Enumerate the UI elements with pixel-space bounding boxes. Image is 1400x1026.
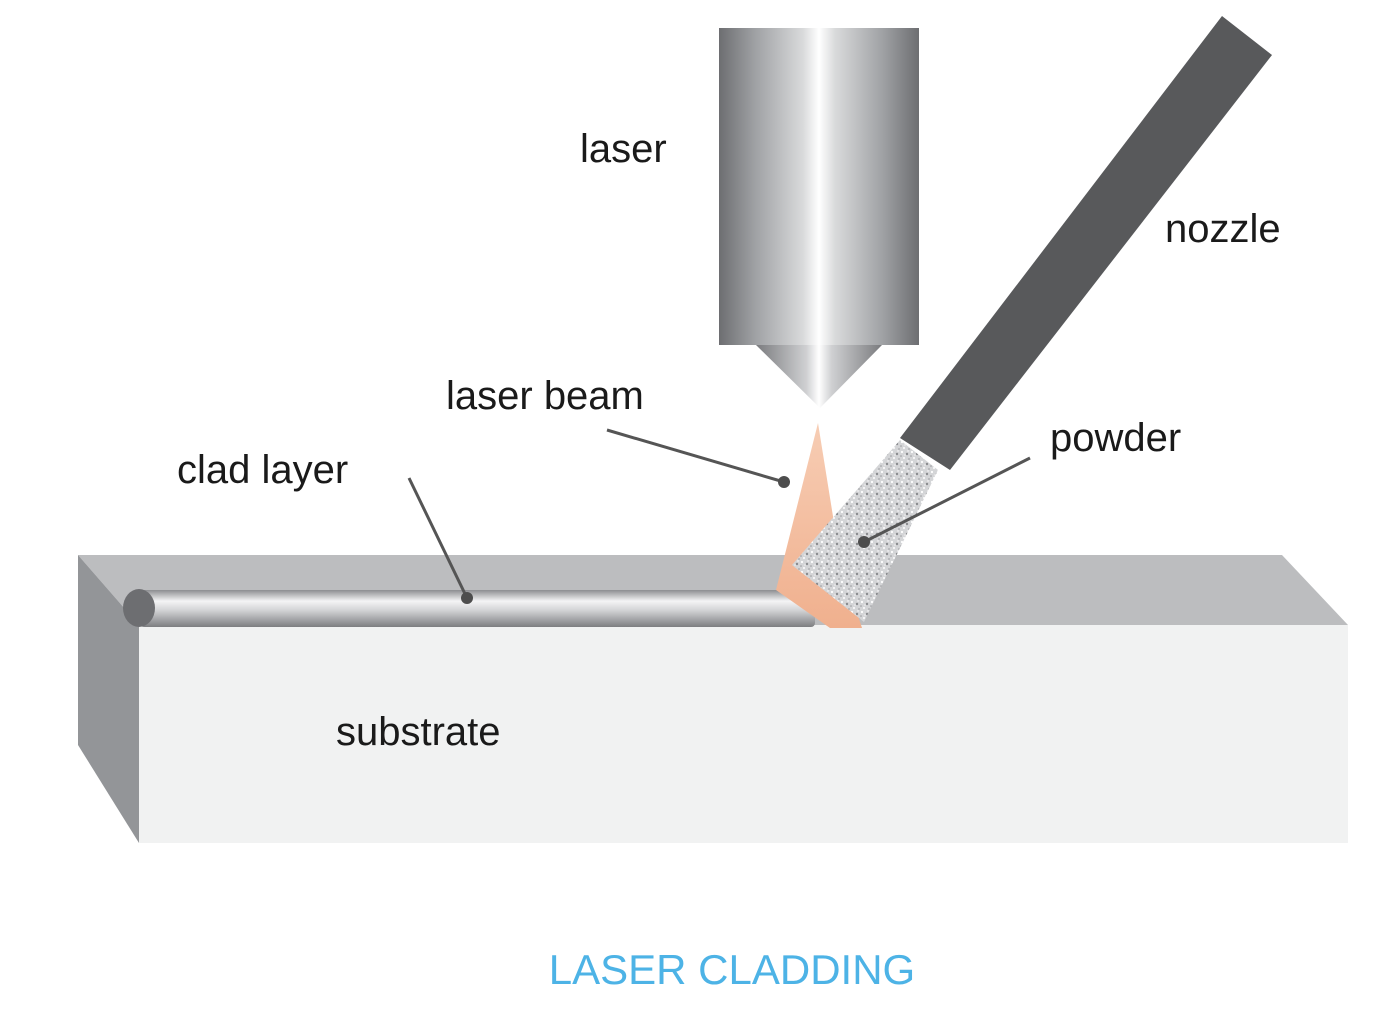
label-laser: laser [580,127,667,171]
clad-layer-bead [123,589,815,627]
powder-leader-dot [858,536,870,548]
laser-beam-leader-line [606,428,785,484]
substrate-front-face [139,625,1348,843]
substrate-side-face [78,555,139,843]
laser-head [719,28,919,408]
powder-leader-line [863,456,1031,544]
label-laser-beam: laser beam [446,374,644,418]
label-nozzle: nozzle [1165,207,1281,251]
powder-stream [792,440,938,622]
clad-layer-leader-dot [461,592,473,604]
laser-head-tip [756,345,882,408]
label-powder: powder [1050,416,1181,460]
label-substrate: substrate [336,710,501,754]
nozzle-body [900,16,1272,470]
diagram-title: LASER CLADDING [549,946,915,993]
laser-beam-leader-dot [778,476,790,488]
laser-head-body [719,28,919,345]
clad-layer-end-cap [123,589,155,627]
label-clad-layer: clad layer [177,448,348,492]
clad-layer-leader-line [407,477,469,599]
